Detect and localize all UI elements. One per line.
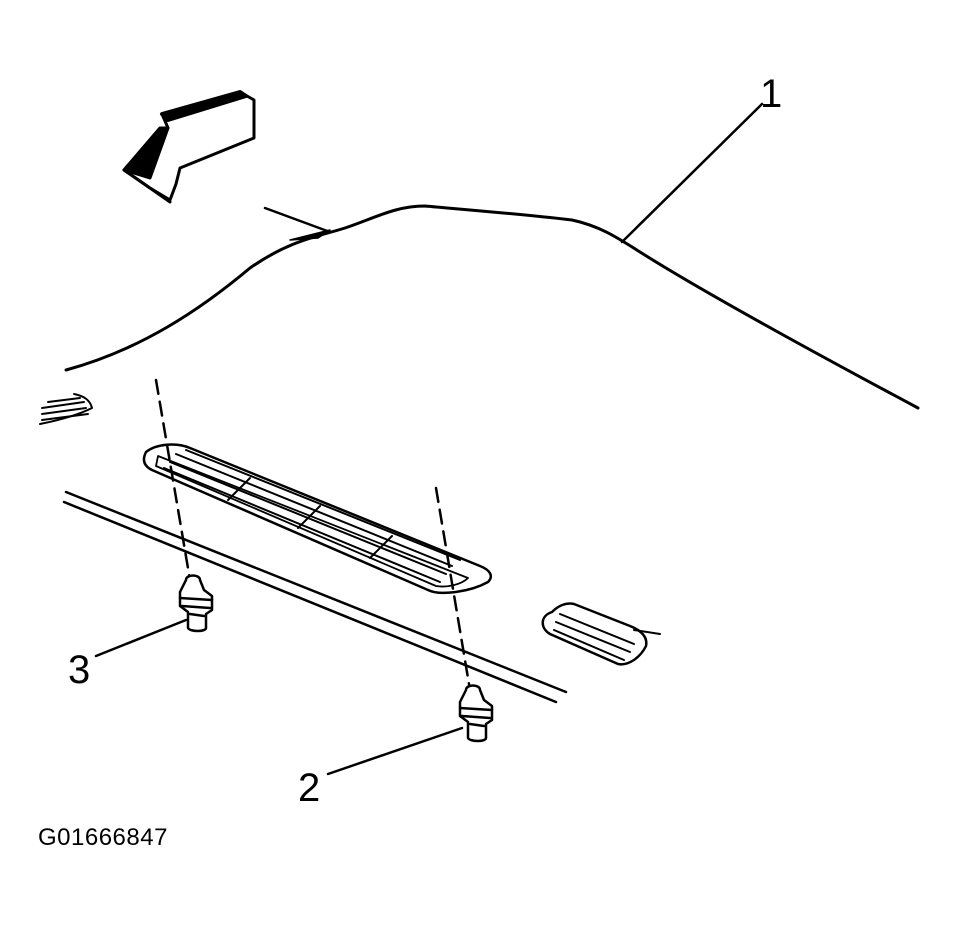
callout-1-leader [620, 102, 764, 244]
front-direction-arrow-icon [122, 90, 256, 204]
installation-guide-lines [154, 378, 472, 692]
right-vent-grille [541, 602, 661, 666]
push-pin-retainer-icon [458, 684, 494, 743]
figure-id: G01666847 [38, 824, 168, 851]
callout-label-2: 2 [298, 766, 321, 810]
headliner-outline [64, 204, 920, 410]
callout-3-leader [94, 618, 188, 658]
headliner-edge-marker [263, 206, 332, 234]
left-vent-grille [39, 393, 93, 425]
callout-2-leader [326, 726, 464, 776]
headliner-lower-edge [62, 490, 568, 704]
center-vent-grille [142, 443, 492, 595]
callout-label-3: 3 [68, 648, 91, 692]
callout-label-1: 1 [760, 72, 783, 116]
push-pin-retainer-icon [178, 574, 214, 633]
